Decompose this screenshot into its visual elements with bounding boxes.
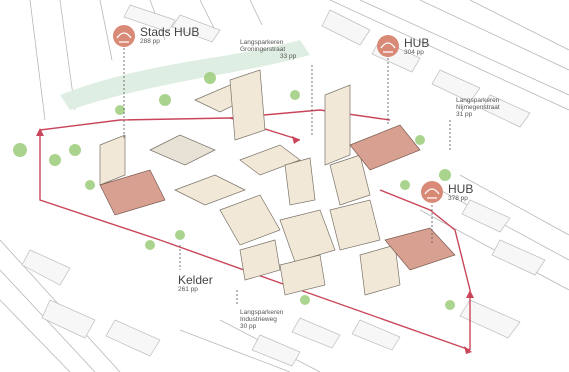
label-parking-industrieweg-count: 30 pp: [240, 322, 257, 330]
hub-marker-east: [421, 181, 443, 203]
label-hub-north-east-title: HUB: [404, 36, 430, 50]
label-parking-industrieweg-line2: Industrieweg: [240, 315, 277, 323]
label-parking-industrieweg: Langsparkeren Industrieweg 30 pp: [240, 309, 284, 330]
label-basement-title: Kelder: [178, 273, 213, 287]
label-basement: Kelder 261 pp: [178, 274, 213, 293]
hub-marker-north-east: [377, 35, 399, 57]
leader-lines: [123, 48, 451, 305]
label-parking-groningerstraat: Langsparkeren Groningerstraat 33 pp: [240, 39, 297, 60]
hub-marker-stads: [113, 25, 135, 47]
label-hub-north-east: HUB 304 pp: [404, 37, 429, 56]
label-parking-nijmegenstraat-line1: Langsparkeren: [456, 97, 500, 104]
label-hub-north-east-count: 304 pp: [404, 48, 424, 56]
label-hub-east-count: 378 pp: [448, 194, 468, 202]
label-stads-hub: Stads HUB 288 pp: [140, 26, 199, 45]
plan-buildings: [99, 69, 401, 296]
label-hub-east: HUB 378 pp: [448, 183, 473, 202]
route-arrows: [36, 128, 474, 354]
label-parking-groningerstraat-line1: Langsparkeren: [240, 39, 284, 46]
label-parking-nijmegenstraat-count: 31 pp: [456, 110, 473, 118]
label-parking-nijmegenstraat-line2: Nijmegenstraat: [456, 103, 500, 111]
label-hub-east-title: HUB: [448, 182, 474, 196]
canal: [60, 40, 310, 110]
label-basement-count: 261 pp: [178, 285, 198, 293]
parking-buildings: [99, 124, 456, 271]
label-parking-groningerstraat-count: 33 pp: [280, 52, 297, 60]
label-parking-industrieweg-line1: Langsparkeren: [240, 309, 284, 316]
label-stads-hub-title: Stads HUB: [140, 25, 200, 39]
label-parking-groningerstraat-line2: Groningerstraat: [240, 45, 286, 53]
label-parking-nijmegenstraat: Langsparkeren Nijmegenstraat 31 pp: [456, 97, 500, 118]
trees: [13, 72, 455, 310]
label-stads-hub-count: 288 pp: [140, 37, 160, 45]
